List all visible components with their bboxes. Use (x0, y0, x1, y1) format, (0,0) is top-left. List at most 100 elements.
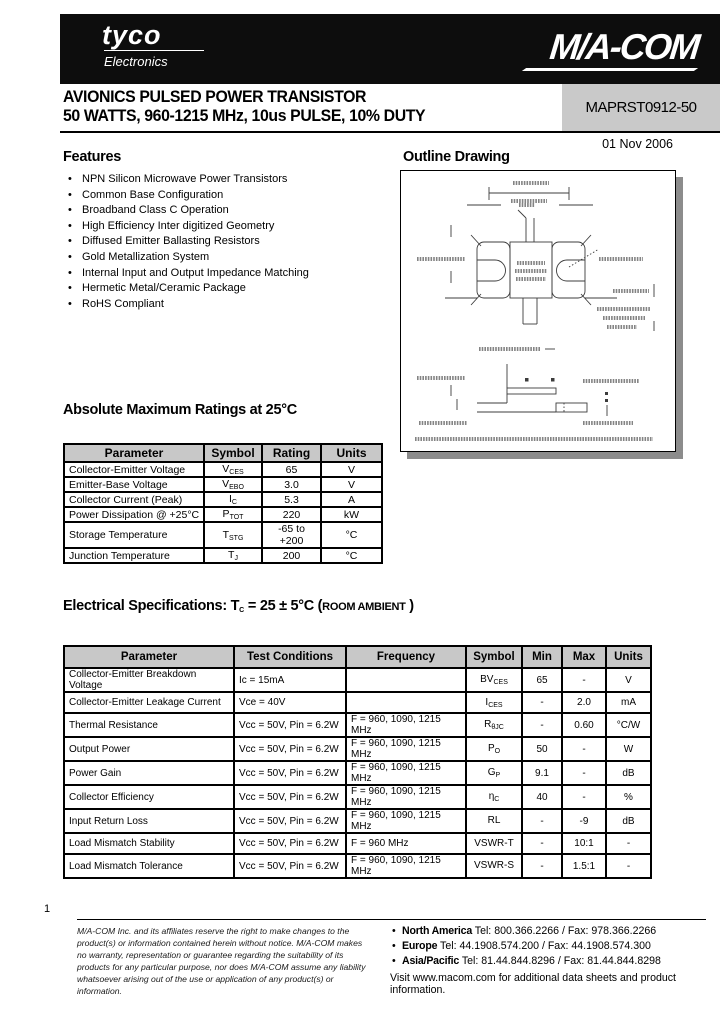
symbol-sub: O (494, 748, 501, 755)
contact-detail: Tel: 44.1908.574.200 / Fax: 44.1908.574.… (437, 940, 651, 952)
cell-frequency: F = 960, 1090, 1215 MHz (345, 712, 467, 738)
table-row: Load Mismatch Tolerance Vcc = 50V, Pin =… (63, 853, 652, 879)
cell-parameter: Collector Efficiency (63, 784, 235, 810)
cell-parameter: Power Gain (63, 760, 235, 786)
col-header: Rating (261, 443, 322, 463)
cell-max: 10:1 (561, 832, 607, 855)
title-line-2: 50 WATTS, 960-1215 MHz, 10us PULSE, 10% … (63, 107, 426, 125)
table-row: Junction Temperature TJ 200 °C (63, 547, 383, 564)
es-heading-mid: = 25 ± 5°C ( (244, 598, 323, 614)
table-row: Collector-Emitter Breakdown Voltage Ic =… (63, 667, 652, 693)
es-heading-prefix: Electrical Specifications: T (63, 598, 240, 614)
cell-parameter: Collector Current (Peak) (63, 491, 205, 508)
part-number-box: MAPRST0912-50 (562, 84, 720, 131)
cell-units: V (605, 667, 652, 693)
cell-frequency: F = 960, 1090, 1215 MHz (345, 808, 467, 834)
cell-frequency: F = 960, 1090, 1215 MHz (345, 736, 467, 762)
table-row: Collector-Emitter Leakage Current Vce = … (63, 691, 652, 714)
table-header-row: Parameter Symbol Rating Units (63, 443, 383, 463)
features-heading: Features (63, 149, 122, 165)
col-header: Parameter (63, 645, 235, 669)
cell-rating: -65 to +200 (261, 521, 322, 549)
symbol-sub: TOT (229, 514, 244, 521)
cell-min: - (521, 853, 563, 879)
symbol-main: I (485, 696, 489, 708)
cell-max: 1.5:1 (561, 853, 607, 879)
cell-units: °C/W (605, 712, 652, 738)
cell-symbol: TJ (203, 547, 263, 564)
cell-max: - (561, 736, 607, 762)
cell-conditions: Vcc = 50V, Pin = 6.2W (233, 832, 347, 855)
symbol-sub: EBO (229, 484, 244, 491)
contact-detail: Tel: 81.44.844.8296 / Fax: 81.44.844.829… (459, 955, 661, 967)
symbol-main: VSWR-T (474, 837, 514, 849)
outline-drawing-heading: Outline Drawing (403, 149, 510, 165)
cell-max: -9 (561, 808, 607, 834)
cell-symbol: TSTG (203, 521, 263, 549)
cell-rating: 5.3 (261, 491, 322, 508)
symbol-main: V (222, 478, 230, 490)
website-note: Visit www.macom.com for additional data … (390, 972, 676, 996)
table-row: Collector Current (Peak) IC 5.3 A (63, 491, 383, 508)
table-row: Power Dissipation @ +25°C PTOT 220 kW (63, 506, 383, 523)
contact-region: Europe (402, 940, 438, 952)
cell-min: 50 (521, 736, 563, 762)
cell-max: - (561, 784, 607, 810)
symbol-main: VSWR-S (474, 860, 514, 871)
cell-min: 40 (521, 784, 563, 810)
cell-parameter: Junction Temperature (63, 547, 205, 564)
cell-rating: 3.0 (261, 476, 322, 493)
cell-units: °C (320, 521, 383, 549)
es-heading-end: ) (405, 598, 414, 614)
cell-units: % (605, 784, 652, 810)
document-title: AVIONICS PULSED POWER TRANSISTOR 50 WATT… (63, 88, 533, 126)
cell-frequency: F = 960, 1090, 1215 MHz (345, 853, 467, 879)
cell-rating: 200 (261, 547, 322, 564)
cell-units: dB (605, 808, 652, 834)
contact-region: North America (402, 925, 473, 937)
feature-item: Broadband Class C Operation (63, 203, 393, 219)
cell-frequency: F = 960, 1090, 1215 MHz (345, 760, 467, 786)
cell-symbol: BVCES (465, 667, 523, 693)
contact-region: Asia/Pacific (402, 955, 460, 967)
col-header: Parameter (63, 443, 205, 463)
cell-symbol: IC (203, 491, 263, 508)
cell-units: kW (320, 506, 383, 523)
macom-logo: M/A-COM (547, 26, 701, 67)
table-row: Storage Temperature TSTG -65 to +200 °C (63, 521, 383, 549)
contact-europe: Europe Tel: 44.1908.574.200 / Fax: 44.19… (390, 939, 712, 954)
cell-parameter: Thermal Resistance (63, 712, 235, 738)
cell-symbol: PO (465, 736, 523, 762)
symbol-main: T (222, 528, 230, 541)
symbol-sub: θJC (491, 724, 504, 731)
feature-item: Hermetic Metal/Ceramic Package (63, 281, 393, 297)
symbol-sub: CES (493, 679, 508, 686)
contact-north-america: North America Tel: 800.366.2266 / Fax: 9… (390, 924, 712, 939)
cell-conditions: Vcc = 50V, Pin = 6.2W (233, 808, 347, 834)
cell-parameter: Storage Temperature (63, 521, 205, 549)
cell-parameter: Output Power (63, 736, 235, 762)
header-divider (60, 131, 720, 133)
cell-symbol: GP (465, 760, 523, 786)
cell-frequency (345, 667, 467, 693)
tyco-wordmark: tyco (102, 20, 162, 50)
table-row: Input Return Loss Vcc = 50V, Pin = 6.2W … (63, 808, 652, 834)
cell-conditions: Vcc = 50V, Pin = 6.2W (233, 736, 347, 762)
cell-frequency: F = 960, 1090, 1215 MHz (345, 784, 467, 810)
cell-conditions: Vcc = 50V, Pin = 6.2W (233, 760, 347, 786)
abs-max-table: Parameter Symbol Rating Units Collector-… (63, 443, 383, 564)
cell-units: °C (320, 547, 383, 564)
symbol-main: RL (487, 815, 501, 826)
cell-max: 2.0 (561, 691, 607, 714)
contact-asia-pacific: Asia/Pacific Tel: 81.44.844.8296 / Fax: … (390, 954, 712, 969)
contact-list: North America Tel: 800.366.2266 / Fax: 9… (390, 924, 712, 969)
table-row: Collector-Emitter Voltage VCES 65 V (63, 461, 383, 478)
feature-item: Gold Metallization System (63, 250, 393, 266)
symbol-main: P (487, 743, 495, 754)
table-row: Thermal Resistance Vcc = 50V, Pin = 6.2W… (63, 712, 652, 738)
cell-conditions: Vcc = 50V, Pin = 6.2W (233, 712, 347, 738)
page-number: 1 (44, 903, 51, 915)
cell-parameter: Load Mismatch Stability (63, 832, 235, 855)
table-row: Power Gain Vcc = 50V, Pin = 6.2W F = 960… (63, 760, 652, 786)
cell-units: V (320, 476, 383, 493)
